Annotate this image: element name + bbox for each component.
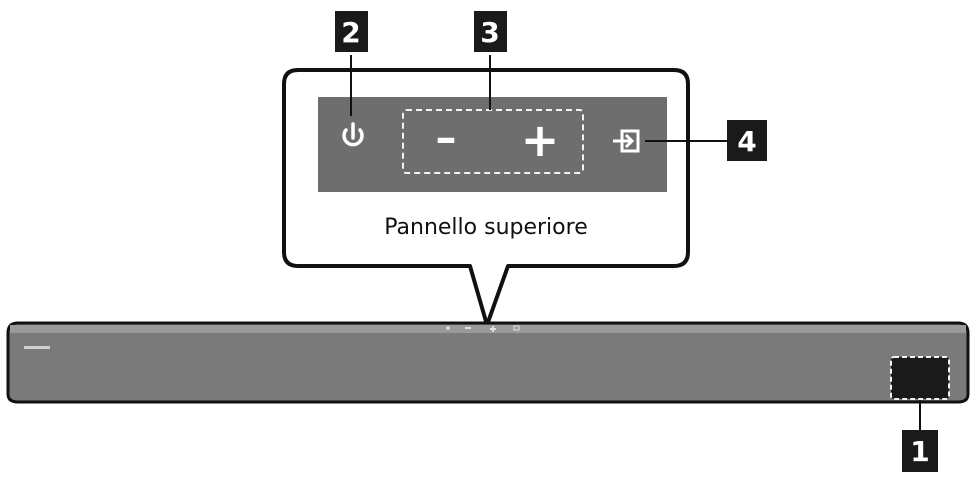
volume-down-button[interactable]: – bbox=[436, 113, 457, 162]
callout-2-badge: 2 bbox=[335, 11, 368, 52]
svg-text:1: 1 bbox=[910, 435, 929, 468]
volume-up-button[interactable]: + bbox=[521, 113, 560, 167]
display-window bbox=[890, 356, 950, 400]
panel-caption: Pannello superiore bbox=[384, 215, 587, 240]
callout-1-badge: 1 bbox=[902, 430, 938, 472]
brand-logo bbox=[24, 346, 50, 349]
soundbar-top-edge bbox=[10, 325, 966, 333]
power-icon[interactable] bbox=[342, 122, 364, 147]
callout-3-badge: 3 bbox=[474, 11, 507, 52]
svg-text:2: 2 bbox=[341, 16, 360, 49]
soundbar-top-buttons bbox=[446, 325, 520, 332]
source-input-icon[interactable] bbox=[613, 129, 640, 153]
soundbar-body bbox=[6, 321, 970, 404]
svg-text:3: 3 bbox=[480, 16, 499, 49]
svg-text:4: 4 bbox=[737, 125, 756, 158]
top-panel-strip bbox=[318, 97, 667, 192]
callout-4-badge: 4 bbox=[727, 120, 767, 161]
